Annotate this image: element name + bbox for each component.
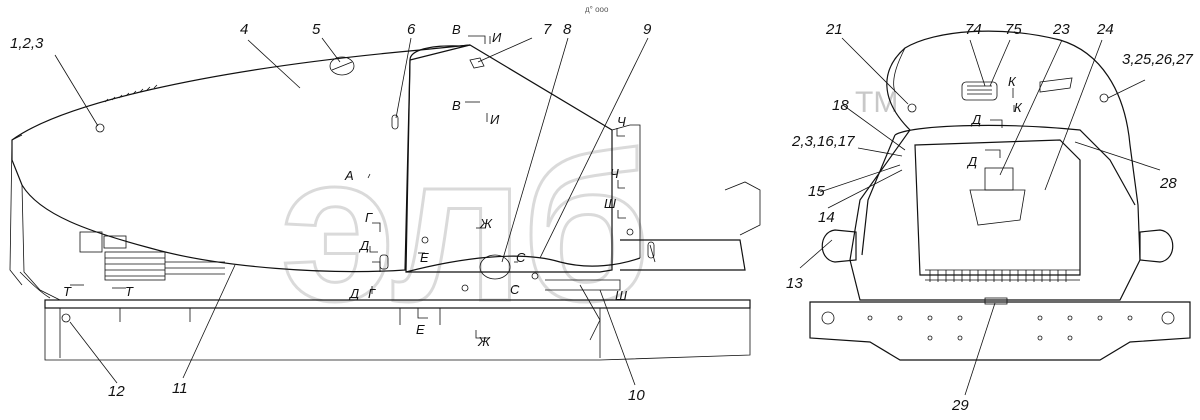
callout-29: 29 <box>951 397 969 414</box>
section-label: Д <box>348 286 359 301</box>
callout-21: 21 <box>825 21 843 38</box>
callout-28: 28 <box>1159 175 1177 192</box>
section-label: Ш <box>615 288 627 303</box>
callout-7: 7 <box>543 21 552 38</box>
section-markers <box>70 35 1015 339</box>
callout-13: 13 <box>786 275 803 292</box>
top-mark: д° ооо <box>585 5 609 14</box>
callout-24: 24 <box>1096 21 1114 38</box>
callouts: 1,2,3 4 5 6 7 8 9 10 11 12 21 74 75 23 2… <box>10 21 1194 414</box>
section-label: В <box>452 98 461 113</box>
section-label: Г <box>368 286 376 301</box>
section-label: Г <box>365 210 373 225</box>
callout-74: 74 <box>965 21 982 38</box>
callout-8: 8 <box>563 21 572 38</box>
section-label: И <box>492 30 502 45</box>
section-label: С <box>510 282 520 297</box>
section-label: Ш <box>604 196 616 211</box>
section-label: С <box>516 250 526 265</box>
section-label: К <box>1008 74 1017 89</box>
callout-9: 9 <box>643 21 652 38</box>
callout-12: 12 <box>108 383 125 400</box>
callout-2-3-16-17: 2,3,16,17 <box>791 133 855 150</box>
callout-1-2-3: 1,2,3 <box>10 35 44 52</box>
section-label: И <box>490 112 500 127</box>
front-view <box>809 30 1191 361</box>
section-label: А <box>344 168 354 183</box>
section-label: Ж <box>479 216 493 231</box>
callout-14: 14 <box>818 209 835 226</box>
section-label: Д <box>358 238 369 253</box>
callout-4: 4 <box>240 21 248 38</box>
watermark: элб TM <box>279 86 899 347</box>
section-label: Ж <box>477 334 491 349</box>
leader-lines <box>54 37 1161 396</box>
section-label: В <box>452 22 461 37</box>
callout-5: 5 <box>312 21 321 38</box>
section-label: Д <box>966 154 977 169</box>
callout-6: 6 <box>407 21 416 38</box>
watermark-text: элб <box>280 110 651 345</box>
section-label: Е <box>420 250 429 265</box>
watermark-tm: TM <box>855 86 898 119</box>
callout-18: 18 <box>832 97 849 114</box>
callout-3-25-26-27: 3,25,26,27 <box>1122 51 1194 68</box>
section-label: Ч <box>610 166 619 181</box>
callout-11: 11 <box>172 380 188 397</box>
section-label: Ч <box>617 114 626 129</box>
section-label: Т <box>125 284 134 299</box>
callout-15: 15 <box>808 183 825 200</box>
section-label: К <box>1014 100 1023 115</box>
section-label: Е <box>416 322 425 337</box>
side-view <box>9 44 761 361</box>
callout-23: 23 <box>1052 21 1070 38</box>
section-label: Д <box>970 112 981 127</box>
callout-75: 75 <box>1005 21 1022 38</box>
section-label: Т <box>63 284 72 299</box>
section-letters: В И В И Ч Ч Ш Ш А Г Г Д Д Е Е Ж Ж С С Т … <box>63 22 1023 349</box>
callout-10: 10 <box>628 387 645 404</box>
